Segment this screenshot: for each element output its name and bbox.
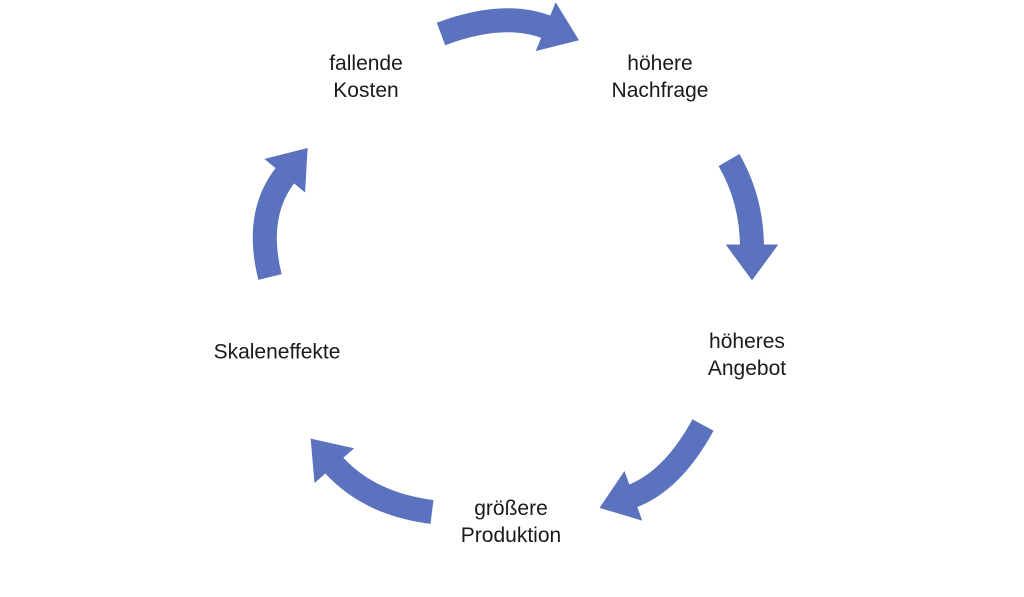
arrow-skaleneffekte-to-fallende-kosten-icon: [252, 147, 308, 280]
node-groessere-produktion: größere Produktion: [460, 497, 562, 547]
node-hoeheres-angebot: höheres Angebot: [707, 330, 787, 380]
node-hoehere-nachfrage: höhere Nachfrage: [611, 52, 709, 102]
node-skaleneffekte: Skaleneffekte: [213, 340, 341, 364]
arrow-fallende-kosten-to-hoehere-nachfrage-icon: [436, 2, 579, 52]
node-fallende-kosten: fallende Kosten: [329, 52, 403, 102]
arrow-groessere-produktion-to-skaleneffekte-icon: [310, 438, 434, 524]
arrow-hoeheres-angebot-to-groessere-produktion-icon: [599, 419, 714, 521]
arrow-hoehere-nachfrage-to-hoeheres-angebot-icon: [718, 154, 779, 281]
